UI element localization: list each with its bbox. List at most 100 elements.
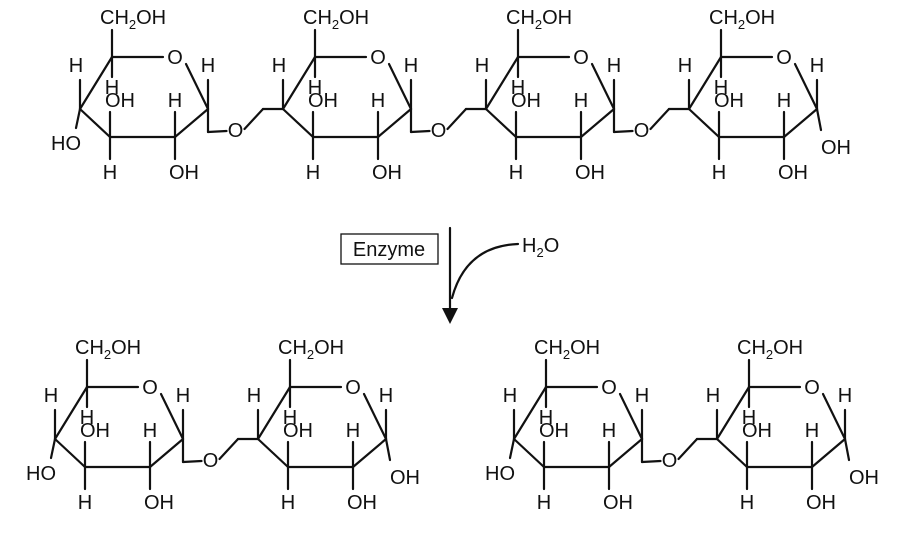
ring-bond (484, 55, 520, 111)
arrow-head-icon (442, 308, 458, 324)
hydroxyl-label: HO (485, 463, 515, 485)
hydroxyl-label: OH (714, 90, 744, 112)
ch2oh-label: CH2OH (100, 7, 166, 32)
hydroxyl-label: OH (308, 90, 338, 112)
hydroxyl-label: OH (849, 467, 879, 489)
glycosidic-oxygen-label: O (228, 120, 244, 142)
glycosidic-oxygen-label: O (431, 120, 447, 142)
hydroxyl-label: OH (778, 162, 808, 184)
ring-bond (821, 392, 847, 441)
ring-bond (687, 107, 721, 139)
hydroxyl-label: OH (575, 162, 605, 184)
ring-oxygen-label: O (142, 377, 158, 399)
hydrogen-label: H (574, 90, 588, 112)
hydroxyl-label: OH (806, 492, 836, 514)
glycosidic-bond (640, 459, 662, 464)
bond-c4-oh (508, 437, 516, 460)
ring-bond (607, 437, 644, 469)
glycosidic-oxygen-label: O (634, 120, 650, 142)
ring-bond (618, 392, 644, 441)
hydrogen-label: H (103, 162, 117, 184)
hydrogen-label: H (714, 77, 728, 99)
enzyme-label: Enzyme (353, 239, 425, 261)
hydroxyl-label: OH (511, 90, 541, 112)
hydrogen-label: H (69, 55, 83, 77)
hydrogen-label: H (740, 492, 754, 514)
ring-bond (362, 392, 388, 441)
ch2oh-label: CH2OH (709, 7, 775, 32)
ch2oh-label: CH2OH (303, 7, 369, 32)
hydrogen-label: H (503, 385, 517, 407)
bond-c4-oh (49, 437, 57, 460)
ring-bond (281, 55, 317, 111)
ring-oxygen-label: O (167, 47, 183, 69)
hydrogen-label: H (635, 385, 649, 407)
hydrogen-label: H (201, 55, 215, 77)
hydrogen-label: H (176, 385, 190, 407)
hydrogen-label: H (509, 162, 523, 184)
hydroxyl-label: OH (372, 162, 402, 184)
bond-c4-oh (74, 107, 82, 130)
ring-bond (184, 62, 210, 111)
ring-oxygen-label: O (804, 377, 820, 399)
glycosidic-bond (181, 459, 203, 464)
hydrogen-label: H (143, 420, 157, 442)
hydroxyl-label: OH (347, 492, 377, 514)
hydrogen-label: H (283, 407, 297, 429)
ch2oh-label: CH2OH (278, 337, 344, 362)
ring-oxygen-label: O (345, 377, 361, 399)
ring-bond (256, 385, 292, 441)
ring-bond (512, 437, 546, 469)
ch2oh-label: CH2OH (75, 337, 141, 362)
ring-bond (687, 55, 723, 111)
hydrogen-label: H (777, 90, 791, 112)
ring-bond (256, 437, 290, 469)
hydroxyl-label: OH (283, 420, 313, 442)
ring-oxygen-label: O (601, 377, 617, 399)
ring-oxygen-label: O (370, 47, 386, 69)
hydroxyl-label: OH (742, 420, 772, 442)
ring-bond (351, 437, 388, 469)
bond-c1-oh (843, 437, 851, 462)
hydrogen-label: H (607, 55, 621, 77)
hydrogen-label: H (308, 77, 322, 99)
ring-bond (53, 385, 89, 441)
hydrogen-label: H (742, 407, 756, 429)
bond-c1-oh (384, 437, 392, 462)
hydroxyl-label: OH (80, 420, 110, 442)
hydrogen-label: H (281, 492, 295, 514)
ring-bond (512, 385, 548, 441)
ring-bond (810, 437, 847, 469)
hydrogen-label: H (371, 90, 385, 112)
ring-bond (579, 107, 616, 139)
hydrogen-label: H (404, 55, 418, 77)
ring-bond (53, 437, 87, 469)
hydrogen-label: H (80, 407, 94, 429)
glycosidic-oxygen-label: O (203, 450, 219, 472)
hydrogen-label: H (105, 77, 119, 99)
hydrogen-label: H (706, 385, 720, 407)
ring-bond (590, 62, 616, 111)
reaction-arrow (442, 226, 520, 324)
hydroxyl-label: HO (51, 133, 81, 155)
water-label: H2O (522, 235, 559, 260)
hydrogen-label: H (44, 385, 58, 407)
ring-bond (173, 107, 210, 139)
glycosidic-bond (446, 107, 468, 131)
hydroxyl-label: OH (105, 90, 135, 112)
hydroxyl-label: HO (26, 463, 56, 485)
ring-bond (387, 62, 413, 111)
hydrogen-label: H (511, 77, 525, 99)
hydroxyl-label: OH (144, 492, 174, 514)
ring-bond (715, 437, 749, 469)
